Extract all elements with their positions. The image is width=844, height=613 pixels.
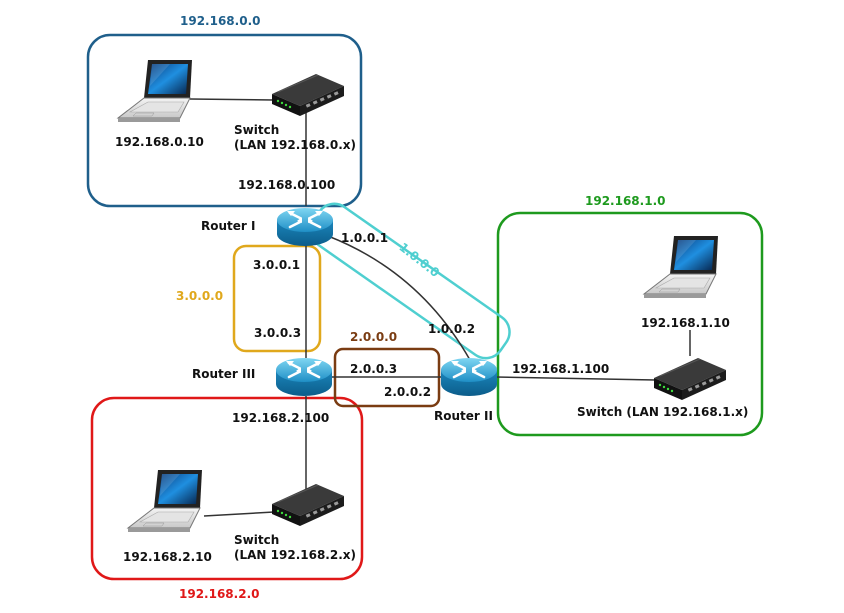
network-label-3-0-0-0: 3.0.0.0 <box>176 289 224 303</box>
switch-lan0-label: Switch (LAN 192.168.0.x) <box>234 123 356 152</box>
router-2-icon[interactable] <box>439 356 499 398</box>
router-3-lan-address: 192.168.2.100 <box>232 411 330 425</box>
lan-192-168-2-box <box>90 396 364 581</box>
host-lan0-label: 192.168.0.10 <box>115 135 204 149</box>
network-label-2-0-0-0: 2.0.0.0 <box>350 330 398 344</box>
router-3-if3-address: 3.0.0.3 <box>254 326 302 340</box>
switch-lan2-icon[interactable] <box>271 483 345 527</box>
switch-lan1-label: Switch (LAN 192.168.1.x) <box>577 405 749 419</box>
router-2-if2-address: 2.0.0.2 <box>384 385 432 399</box>
router-1-lan-address: 192.168.0.100 <box>238 178 336 192</box>
laptop-lan2-icon[interactable] <box>127 469 203 533</box>
router-3-icon[interactable] <box>274 356 334 398</box>
link-laptop2-switch2 <box>203 511 275 517</box>
router-2-if1-address: 1.0.0.2 <box>428 322 476 336</box>
switch-lan1-icon[interactable] <box>653 357 727 401</box>
router-1-if3-address: 3.0.0.1 <box>253 258 301 272</box>
link-router2-switch1 <box>495 376 657 381</box>
router-1-icon[interactable] <box>275 206 335 248</box>
host-lan1-label: 192.168.1.10 <box>641 316 730 330</box>
link-laptop0-switch0 <box>189 98 275 101</box>
switch-lan0-icon[interactable] <box>271 73 345 117</box>
network-label-192-168-1-0: 192.168.1.0 <box>585 194 666 208</box>
router-3-label: Router III <box>192 367 256 381</box>
router-2-lan-address: 192.168.1.100 <box>512 362 610 376</box>
laptop-lan1-icon[interactable] <box>643 235 719 299</box>
link-1-box <box>309 202 511 360</box>
router-1-if1-address: 1.0.0.1 <box>341 231 389 245</box>
router-2-label: Router II <box>434 409 493 423</box>
router-1-label: Router I <box>201 219 256 233</box>
network-label-192-168-0-0: 192.168.0.0 <box>180 14 261 28</box>
network-label-192-168-2-0: 192.168.2.0 <box>179 587 260 601</box>
lan-192-168-1-box <box>496 211 764 437</box>
lan-192-168-0-box <box>86 33 363 208</box>
host-lan2-label: 192.168.2.10 <box>123 550 212 564</box>
switch-lan2-label: Switch (LAN 192.168.2.x) <box>234 533 356 562</box>
router-3-if2-address: 2.0.0.3 <box>350 362 398 376</box>
laptop-lan0-icon[interactable] <box>117 59 193 123</box>
link-router1-router2 <box>327 235 471 361</box>
link-3-box <box>232 244 322 353</box>
